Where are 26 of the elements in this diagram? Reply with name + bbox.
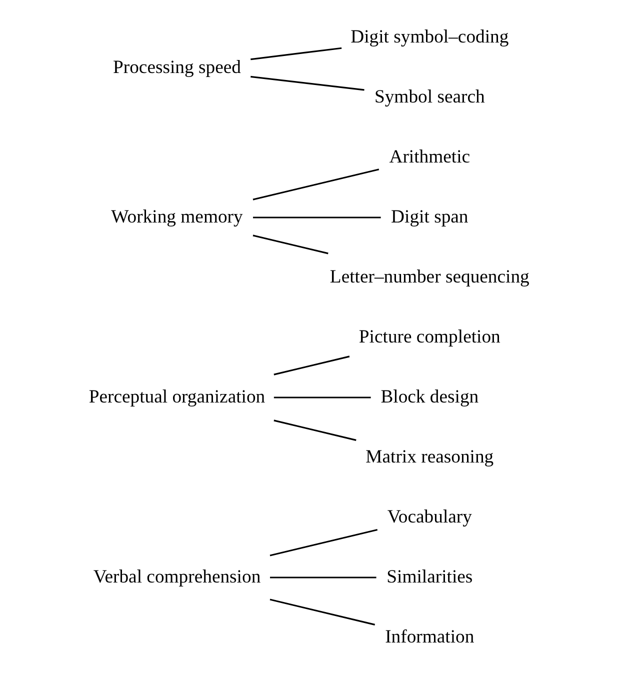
connector [250, 47, 342, 60]
node-text: Symbol search [374, 86, 484, 108]
connector [269, 598, 375, 626]
connector [252, 168, 379, 200]
connector [269, 528, 378, 556]
node-text: Vocabulary [386, 506, 472, 528]
node-text: Perceptual organization [88, 386, 265, 408]
node-text: Matrix reasoning [365, 446, 494, 468]
connector [252, 234, 328, 254]
connector [270, 576, 376, 578]
connector [252, 216, 380, 218]
node-text: Verbal comprehension [92, 566, 260, 588]
connector [273, 356, 350, 376]
node-text: Arithmetic [388, 146, 470, 168]
node-text: Processing speed [112, 57, 240, 78]
connector [273, 396, 370, 398]
node-text: Digit symbol–coding [350, 26, 508, 48]
node-text: Letter–number sequencing [329, 266, 529, 288]
connector [250, 76, 364, 91]
node-text: Digit span [390, 206, 468, 228]
node-text: Information [384, 626, 474, 648]
node-text: Similarities [386, 566, 472, 588]
node-text: Block design [380, 386, 478, 408]
connector [273, 420, 356, 441]
node-text: Working memory [110, 206, 242, 228]
node-text: Picture completion [358, 326, 500, 348]
